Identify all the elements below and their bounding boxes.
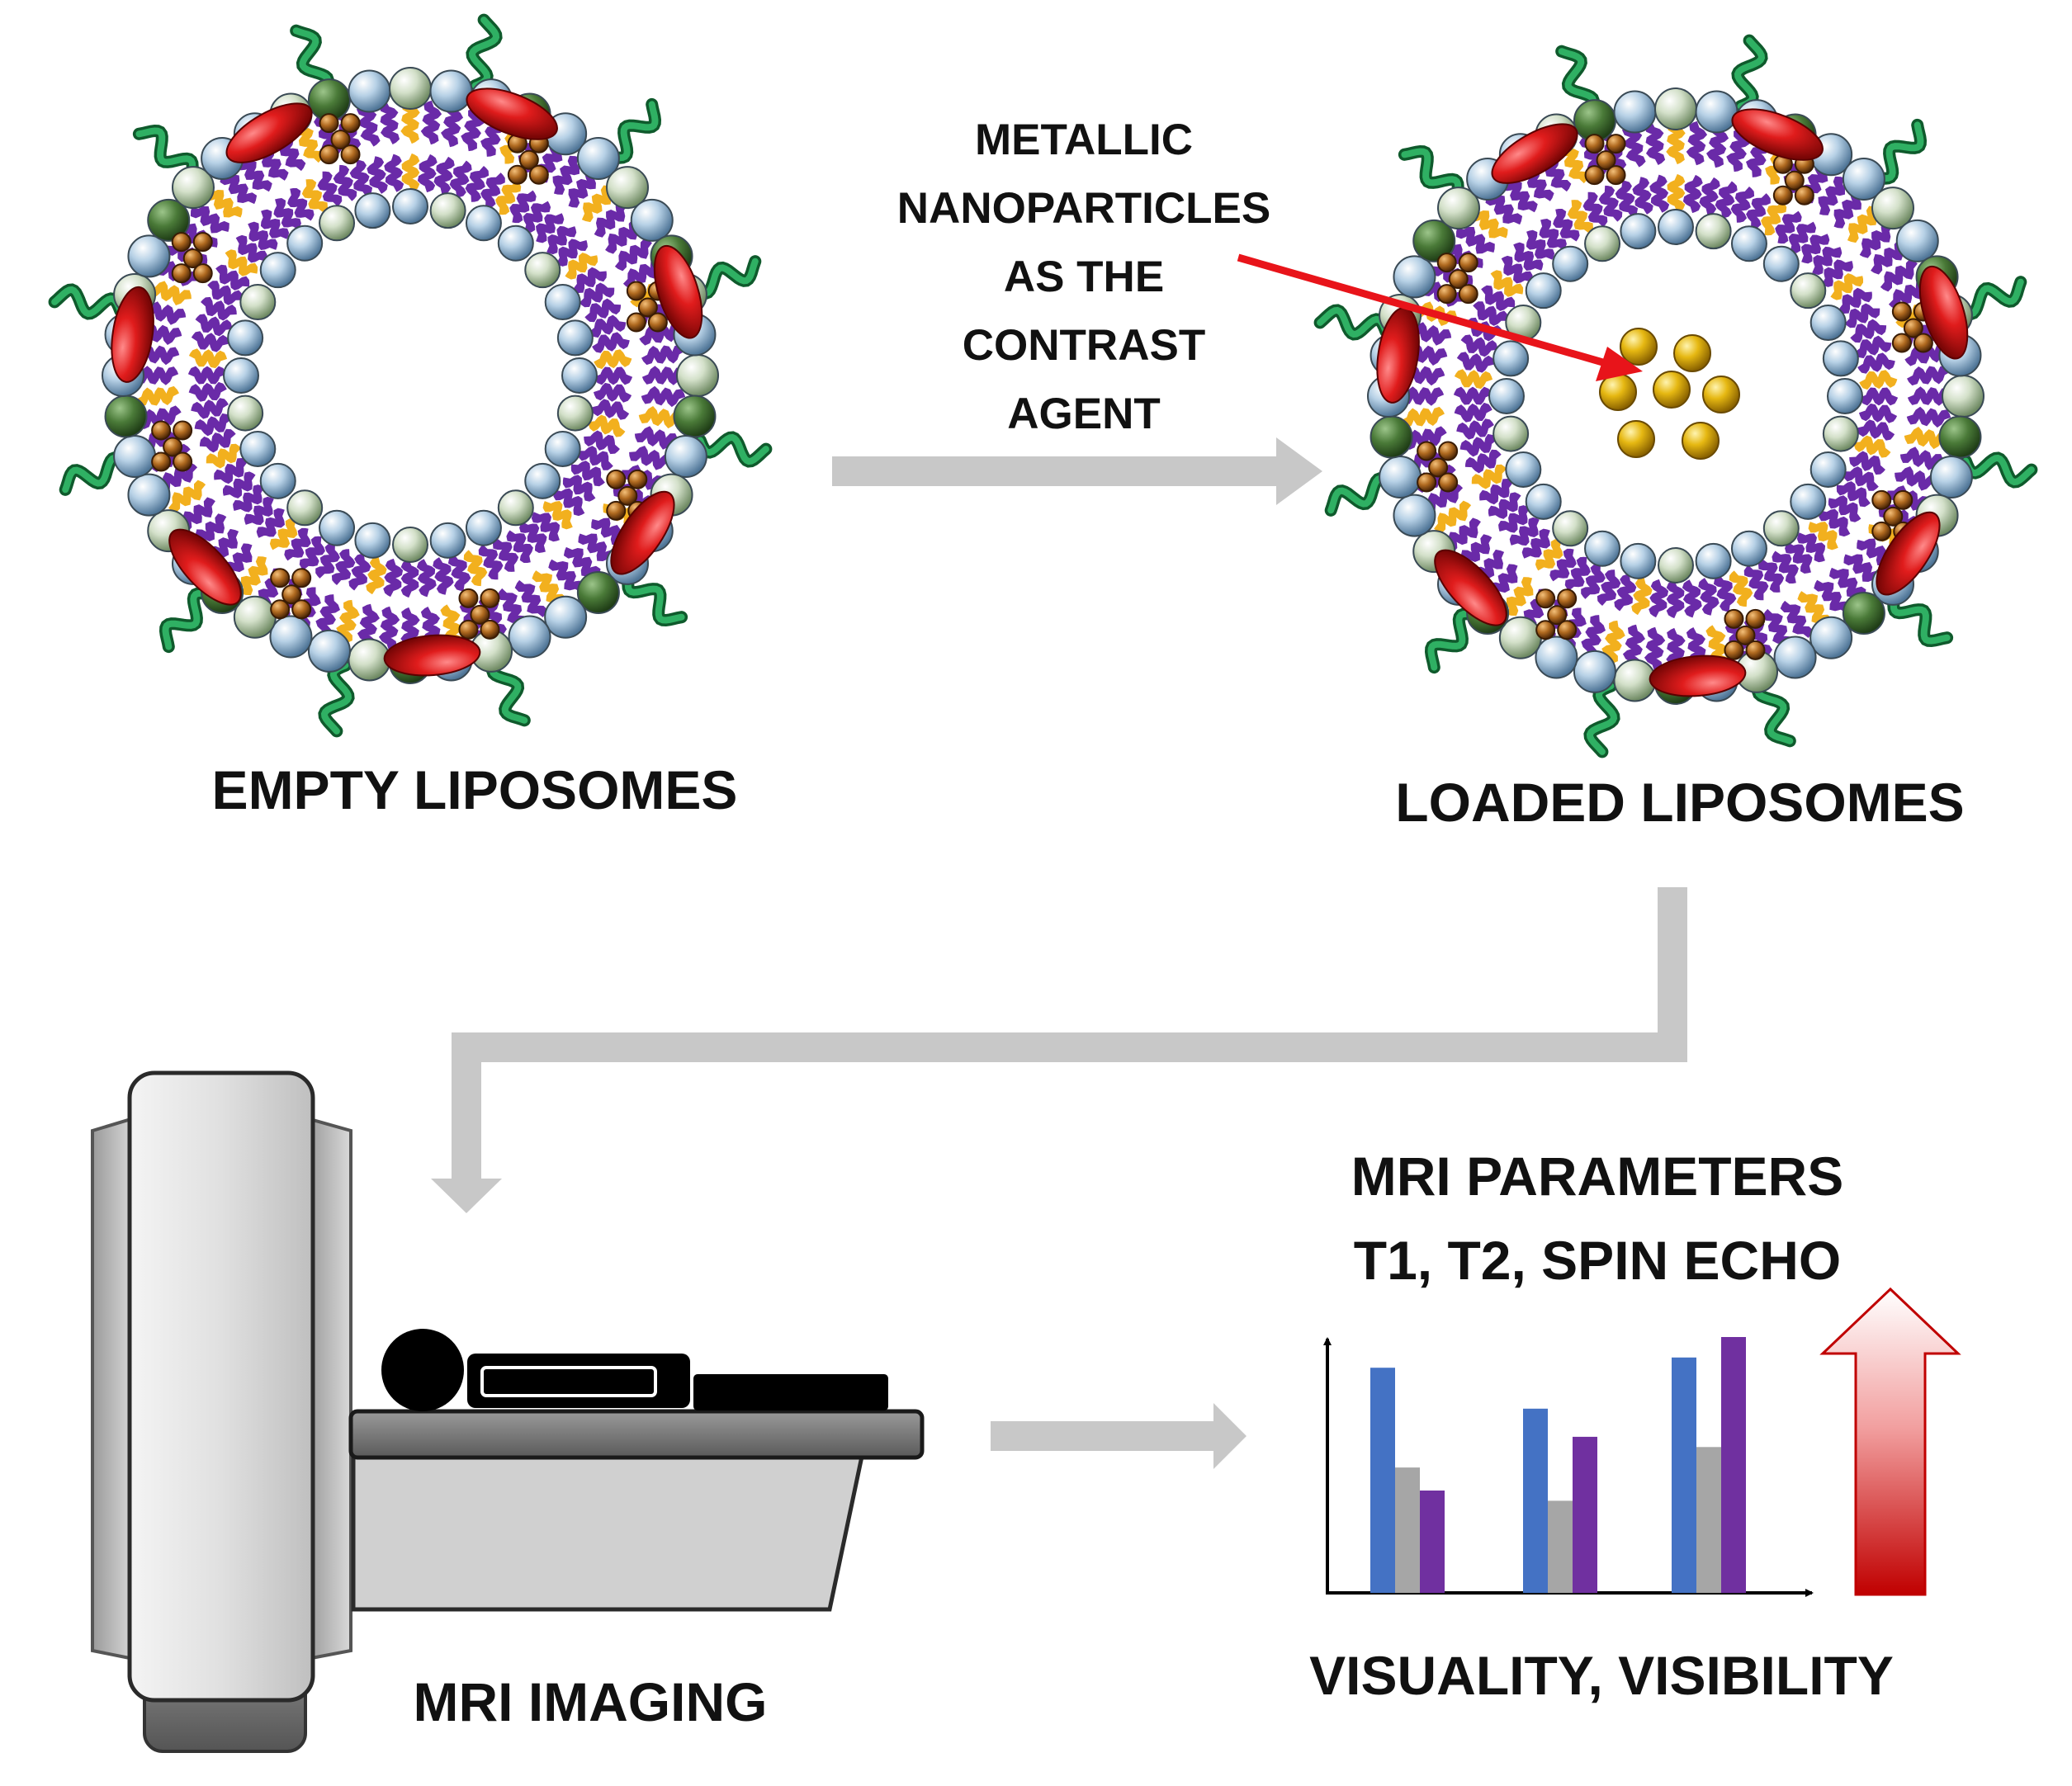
chart-bar — [1523, 1408, 1548, 1593]
chart-bar — [1696, 1447, 1721, 1593]
mri-scanner-illustration — [91, 1070, 925, 1753]
mri-parameters-subtitle: T1, T2, SPIN ECHO — [1354, 1230, 1841, 1291]
chart-bar — [1548, 1500, 1573, 1593]
inner-lipid-heads — [1488, 209, 1863, 584]
mri-imaging-label: MRI IMAGING — [414, 1671, 768, 1732]
nanoparticle-pointer-arrow — [1237, 253, 1643, 381]
chart-bar — [1395, 1467, 1420, 1593]
red-molecules — [1376, 108, 1969, 697]
patient-figure — [381, 1329, 888, 1411]
empty-liposomes-label: EMPTY LIPOSOMES — [212, 759, 738, 820]
annotation-line-3: AS THE — [1004, 253, 1164, 301]
chart-bar — [1721, 1337, 1746, 1593]
process-arrow-loaded-to-mri — [431, 887, 1687, 1213]
chart-bar — [1420, 1491, 1445, 1593]
increase-arrow-icon — [1819, 1287, 1961, 1596]
peg-chains — [1313, 34, 2038, 758]
chart-bar — [1672, 1357, 1696, 1593]
inner-lipid-heads — [223, 188, 598, 563]
mri-parameters-bar-chart — [1323, 1337, 1814, 1597]
patient-head — [381, 1329, 464, 1411]
patient-legs — [693, 1374, 888, 1410]
contrast-agent-annotation: METALLIC NANOPARTICLES AS THE CONTRAST A… — [897, 116, 1270, 438]
process-arrow-mri-to-parameters — [991, 1403, 1247, 1469]
scanner-table-body — [351, 1450, 866, 1612]
process-arrow-empty-to-loaded — [832, 437, 1322, 505]
annotation-line-2: NANOPARTICLES — [897, 184, 1270, 233]
loaded-liposomes-label: LOADED LIPOSOMES — [1395, 772, 1964, 833]
metallic-nanoparticles — [1599, 328, 1740, 460]
peg-chains — [48, 13, 773, 738]
annotation-line-5: AGENT — [1007, 390, 1161, 438]
visuality-visibility-label: VISUALITY, VISIBILITY — [1309, 1645, 1894, 1706]
chart-bar — [1370, 1368, 1395, 1593]
scanner-table-top — [348, 1409, 925, 1460]
chart-bar — [1573, 1436, 1597, 1593]
mri-parameters-title: MRI PARAMETERS — [1351, 1146, 1843, 1207]
loaded-liposome-illustration — [1313, 34, 2038, 758]
annotation-line-1: METALLIC — [975, 116, 1193, 164]
scanner-gantry — [127, 1070, 315, 1703]
red-molecules — [111, 87, 703, 677]
empty-liposome-illustration — [48, 13, 773, 738]
annotation-line-4: CONTRAST — [963, 321, 1205, 370]
